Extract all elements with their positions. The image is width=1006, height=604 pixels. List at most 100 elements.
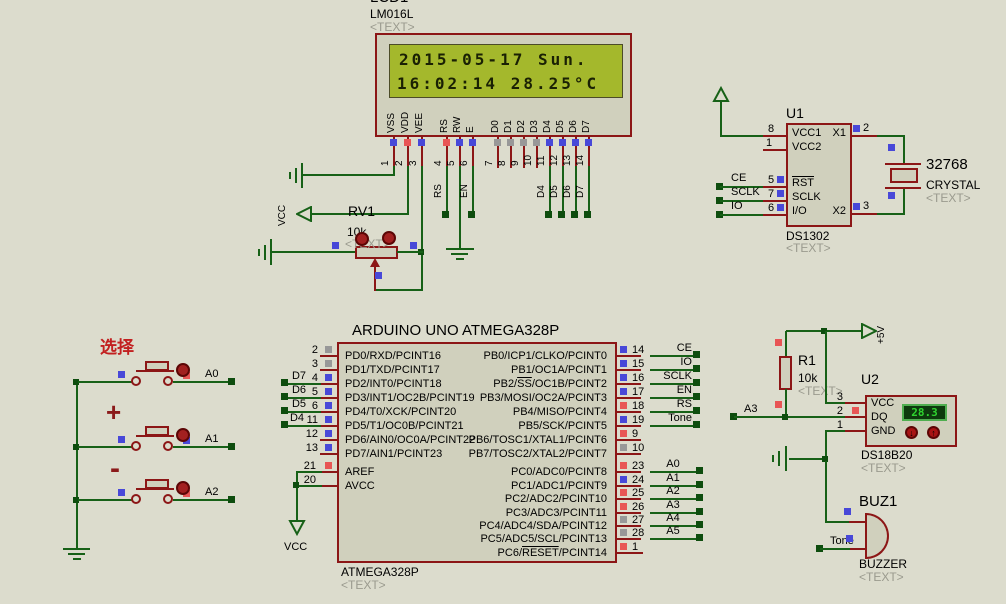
net-label: CE: [676, 342, 692, 354]
wire: [650, 425, 697, 427]
wire-terminal: [696, 481, 703, 488]
pin-marker: [572, 139, 579, 146]
wire-terminal: [696, 534, 703, 541]
pin-number: 3: [863, 200, 870, 212]
net-label: IO: [731, 200, 743, 212]
temp-up-button[interactable]: ↑: [927, 426, 940, 439]
pin-stub: [763, 200, 786, 202]
net-label: A5: [666, 525, 680, 537]
pin-stub: [763, 149, 787, 151]
button-bar: [136, 488, 174, 490]
wire: [650, 355, 697, 357]
vcc-label: VCC: [284, 541, 308, 553]
pin-number: 4: [311, 372, 318, 384]
buzzer-body: [865, 513, 889, 559]
push-button[interactable]: [176, 428, 190, 442]
pin-marker: [620, 402, 627, 409]
wire-terminal: [730, 413, 737, 420]
push-button[interactable]: [176, 363, 190, 377]
wire-terminal: [693, 379, 700, 386]
pin-name: PB7/TOSC2/XTAL2/PCINT7: [468, 448, 607, 460]
wire: [296, 485, 322, 487]
pin-stub: [320, 397, 337, 399]
pin-name: PD7/AIN1/PCINT23: [345, 448, 443, 460]
pin-marker: [469, 139, 476, 146]
lcd-ref: LCD1: [370, 0, 408, 6]
wire: [789, 458, 827, 460]
net-label: D4: [289, 412, 305, 424]
pot-adjust-down-button[interactable]: [355, 232, 369, 246]
net-label: D4: [536, 185, 547, 198]
buzzer-ref: BUZ1: [859, 493, 898, 510]
pin-number: 1: [380, 160, 391, 166]
lcd-pin-name: RW: [452, 116, 463, 133]
mcu-text-placeholder: <TEXT>: [341, 578, 386, 592]
pin-stub: [588, 137, 590, 168]
net-label: A1: [666, 472, 680, 484]
pin-number: 9: [632, 428, 639, 440]
pin-number: 1: [632, 541, 639, 553]
resistor-body: [779, 356, 792, 390]
wire: [173, 446, 231, 448]
wire: [562, 166, 564, 215]
wire: [650, 525, 700, 527]
wire: [311, 213, 409, 215]
wire: [272, 251, 355, 253]
crystal-body: [890, 168, 918, 183]
u2-part: DS18B20: [861, 448, 913, 462]
ground-icon: [68, 553, 85, 555]
pin-number: 13: [305, 442, 318, 454]
wire: [720, 101, 722, 137]
ground-icon: [778, 451, 780, 466]
pin-number: 16: [632, 372, 645, 384]
pin-number: 10: [523, 154, 534, 166]
pin-number: 24: [632, 474, 645, 486]
mcu-title: ARDUINO UNO ATMEGA328P: [352, 322, 560, 339]
pin-marker: [418, 139, 425, 146]
pin-name: PC6/RESET/PCINT14: [405, 547, 607, 560]
ds1302-pin-name: X2: [832, 205, 846, 217]
wire: [650, 369, 697, 371]
pin-marker: [852, 407, 859, 414]
wire-terminal: [693, 393, 700, 400]
pin-number: 3: [836, 391, 843, 403]
pin-number: 2: [836, 405, 843, 417]
pin-stub: [617, 538, 641, 540]
pin-stub: [617, 369, 641, 371]
pin-stub: [849, 521, 866, 523]
pin-name-part: /PCINT14: [558, 547, 607, 559]
temp-down-button[interactable]: ↓: [905, 426, 918, 439]
pin-stub: [617, 453, 641, 455]
net-label: D7: [291, 370, 307, 382]
pin-marker: [410, 242, 417, 249]
lcd-pin-name: D6: [568, 120, 579, 133]
pin-stub: [497, 137, 499, 168]
pin-stub: [510, 137, 512, 168]
wire-terminal: [468, 211, 475, 218]
pin-number: 19: [632, 414, 645, 426]
ds1302-body: [786, 123, 852, 227]
pin-name: PC2/ADC2/PCINT10: [504, 493, 607, 505]
pin-number: 1: [836, 419, 843, 431]
wire: [825, 430, 845, 432]
pin-number: 18: [632, 400, 645, 412]
pot-adjust-up-button[interactable]: [382, 231, 396, 245]
rv1-ref: RV1: [348, 203, 375, 219]
pin-stub: [472, 137, 474, 168]
pin-number: 5: [768, 174, 775, 186]
pin-name: AVCC: [345, 480, 375, 492]
button-bar: [136, 370, 174, 372]
wire: [650, 538, 700, 540]
pin-stub: [446, 137, 448, 168]
pin-number: 11: [306, 414, 318, 426]
button-contact: [163, 494, 173, 504]
pin-stub: [523, 137, 525, 168]
wire: [820, 548, 850, 550]
pin-marker: [332, 242, 339, 249]
wire-terminal: [716, 183, 723, 190]
pin-marker: [118, 436, 125, 443]
wire: [650, 397, 697, 399]
junction-dot: [73, 497, 79, 503]
wire-terminal: [716, 211, 723, 218]
push-button[interactable]: [176, 481, 190, 495]
